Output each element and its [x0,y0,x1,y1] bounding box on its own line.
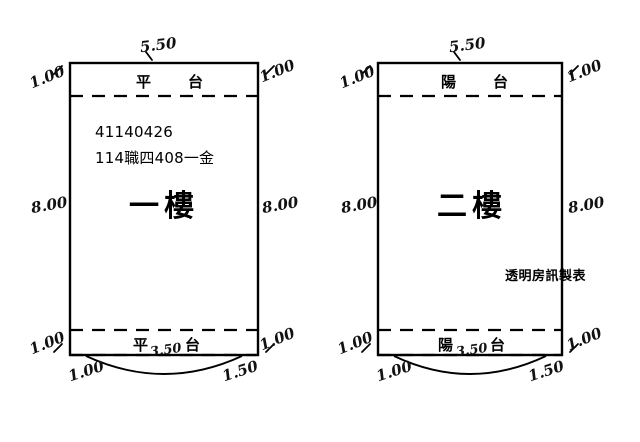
unit-floor1-id-line-1: 41140426 [95,123,173,141]
unit-floor1-id-line-2: 114職四408一金 [95,149,215,167]
unit-floor2-bottom-zone-label: 陽 台 [438,336,517,354]
unit-floor1-arc [85,355,243,375]
unit-floor1-top-zone-label: 平 台 [136,73,215,91]
unit-floor1-bottom-zone-label: 平 台 [133,336,212,354]
unit-floor2-tick-marks [361,51,579,353]
unit-floor2-arc [393,355,547,375]
unit-floor1-outline [68,61,260,375]
unit-floor2-top-zone-label: 陽 台 [441,73,520,91]
watermark-label: 透明房訊製表 [505,269,587,284]
unit-floor1-dim-top-width: 5.50 [138,33,178,57]
unit-floor2-dim-top-width: 5.50 [447,33,487,57]
unit-floor1-rect [68,61,260,357]
unit-floor1-floor-label: 一樓 [129,189,199,224]
unit-floor2-floor-label: 二樓 [437,189,507,224]
unit-floor2-outline [376,61,564,375]
unit-floor1-tick-marks [53,51,275,353]
